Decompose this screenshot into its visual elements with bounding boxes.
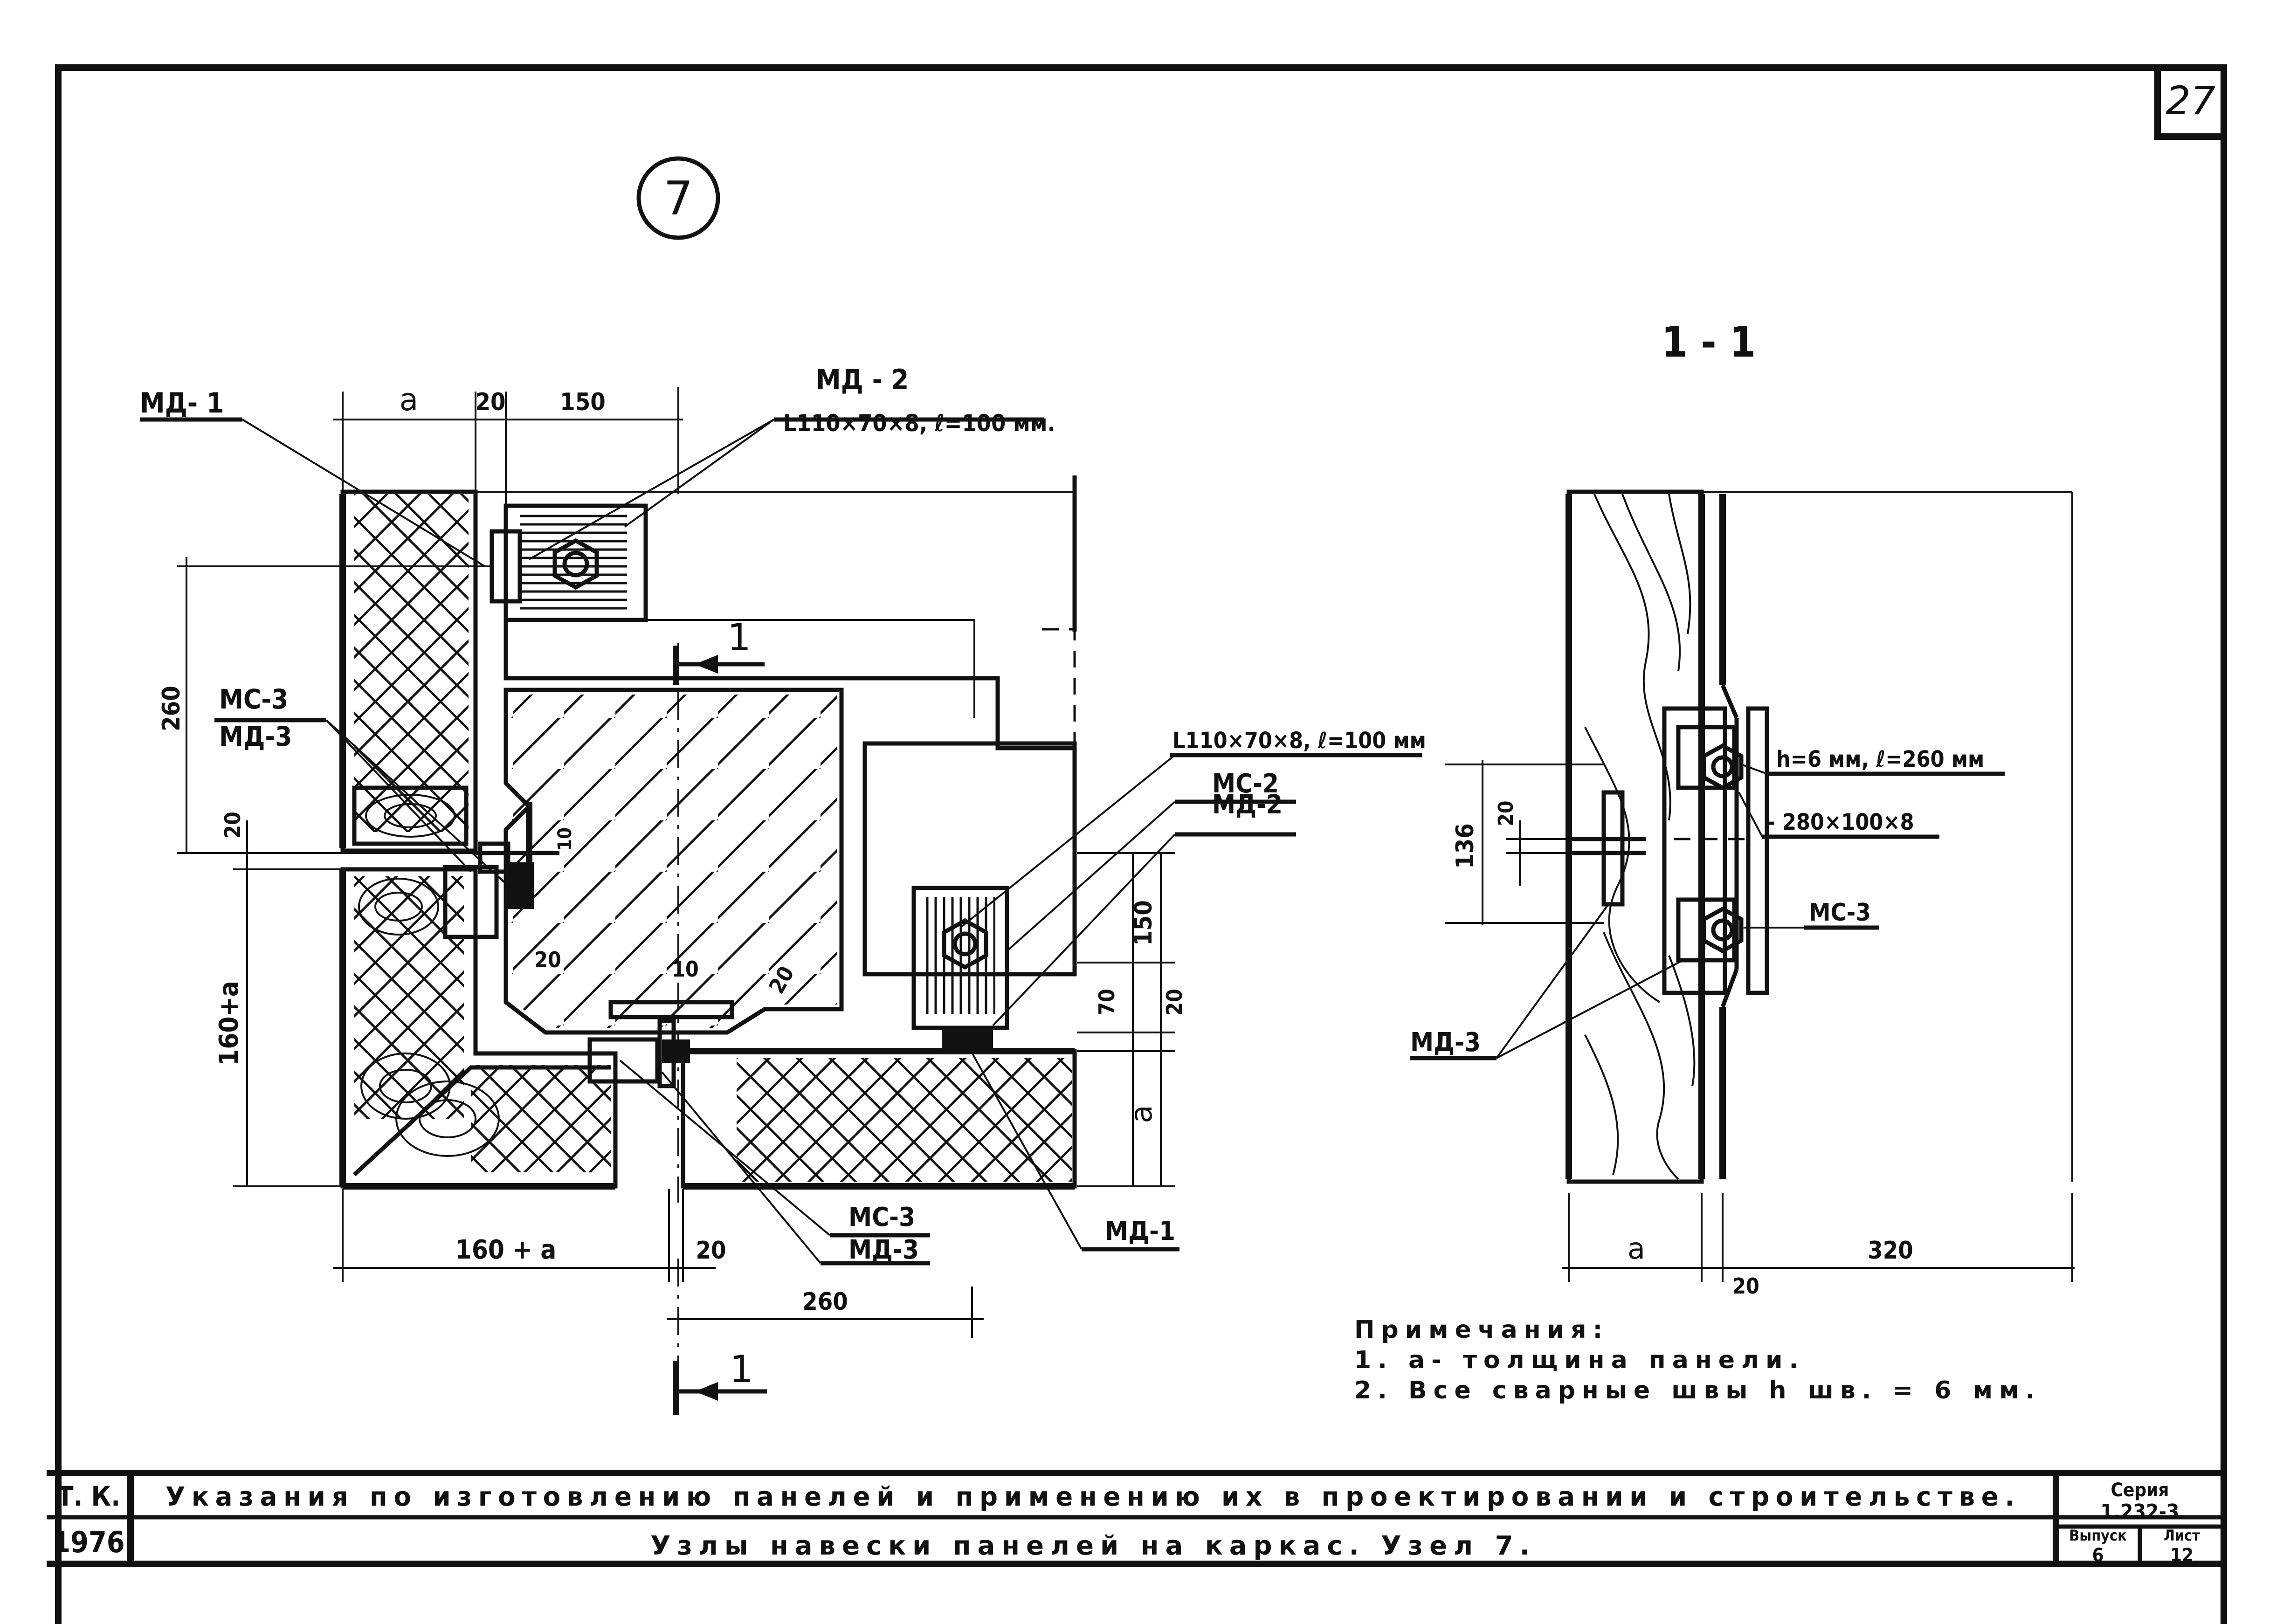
connector-mc3-left (443, 802, 559, 939)
dim-10-inner: 10 (672, 957, 699, 982)
dim-20-left: 20 (220, 812, 245, 839)
dim-150-right: 150 (1130, 900, 1158, 946)
note-1: 1. a- толщина панели. (1354, 1346, 1805, 1374)
bolt-upper (1702, 743, 1744, 791)
bracket-md2-top (490, 503, 648, 622)
dim-20-section-bottom: 20 (1732, 1273, 1759, 1299)
label-md3-bottom: МД-3 (848, 1235, 919, 1265)
label-mc3-section: МС-3 (1809, 899, 1871, 927)
label-md1-bottom: МД-1 (1105, 1216, 1175, 1246)
issue-label: Выпуск (2069, 1527, 2127, 1544)
notes: Примечания: 1. a- толщина панели. 2. Все… (1354, 1316, 2041, 1404)
label-md3-left: МД-3 (219, 721, 292, 752)
frame-outline (503, 620, 1075, 750)
section-dim-bottom: a 20 320 (1562, 1193, 2075, 1299)
title-line-2: Узлы навески панелей на каркас. Узел 7. (650, 1531, 1536, 1561)
plan-view: 1 1 a 20 150 260 (140, 364, 1426, 1415)
label-mc2-right: МС-2 (1212, 769, 1279, 799)
dim-20-section: 20 (1494, 800, 1518, 826)
section-leaders: h=6 мм, ℓ=260 мм - 280×100×8 МС-3 МД-3 (1410, 746, 2005, 1060)
bolt-lower (1702, 906, 1744, 954)
dim-160a-left: 160+a (214, 981, 244, 1065)
node-number: 7 (663, 171, 693, 226)
dim-20-inner: 20 (534, 947, 561, 972)
dim-a-right: a (1124, 1105, 1159, 1123)
sheet-label: Лист (2164, 1527, 2200, 1544)
dim-20-right: 20 (1162, 989, 1187, 1016)
series-label: Серия (2111, 1479, 2169, 1501)
dim-20-top: 20 (475, 388, 505, 416)
title-year: 1976 (52, 1525, 124, 1559)
section-dim-left: 136 20 (1445, 760, 1604, 925)
node-marker: 7 (636, 156, 720, 240)
section-cut-bottom: 1 (673, 1348, 767, 1415)
dim-a-section: a (1628, 1232, 1645, 1266)
series-value: 1.232-3 (2100, 1500, 2179, 1524)
dim-10-small: 10 (554, 827, 576, 851)
label-md3-section: МД-3 (1410, 1027, 1481, 1058)
dim-a-top: a (400, 382, 418, 418)
section-view: 136 20 a 20 320 h=6 мм, ℓ=260 мм - 280×1… (1410, 489, 2075, 1299)
cut-label-bottom: 1 (730, 1348, 753, 1391)
label-md2-right: МД-2 (1212, 790, 1283, 820)
label-angle-right: L110×70×8, ℓ=100 мм (1172, 728, 1426, 754)
label-md1-top: МД- 1 (140, 387, 224, 420)
plan-dim-bottom: 160 + a 20 260 (333, 1189, 984, 1338)
label-md2-top: МД - 2 (816, 364, 909, 396)
dim-70-right: 70 (1094, 989, 1119, 1016)
title-code: Т. К. (57, 1480, 120, 1512)
dim-160a-bottom: 160 + a (455, 1235, 556, 1265)
section-title: 1 - 1 (1662, 318, 1756, 367)
label-mc3-left: МС-3 (219, 683, 288, 715)
title-line-1: Указания по изготовлению панелей и приме… (166, 1482, 2021, 1512)
label-mc3-bottom: МС-3 (848, 1202, 915, 1232)
dim-20-bottom: 20 (696, 1237, 726, 1265)
dim-150-top: 150 (560, 388, 606, 416)
sheet-frame: 27 (55, 64, 2227, 1624)
title-block: Т. К. 1976 Указания по изготовлению пане… (47, 1470, 2224, 1567)
issue-value: 6 (2092, 1545, 2103, 1566)
dim-260-left: 260 (158, 686, 186, 731)
dim-260-bottom: 260 (802, 1288, 848, 1316)
page-number: 27 (2166, 78, 2216, 124)
note-2: 2. Все сварные швы h шв. = 6 мм. (1354, 1376, 2041, 1404)
timber-inserts (352, 785, 611, 1177)
dim-320: 320 (1868, 1237, 1913, 1265)
label-angle-top: L110×70×8, ℓ=100 мм. (783, 410, 1055, 437)
plan-dim-left: 260 20 160+a (158, 557, 494, 1187)
label-plate: - 280×100×8 (1767, 809, 1914, 835)
sheet-value: 12 (2170, 1545, 2193, 1566)
section-wood-grain (1584, 494, 1696, 1180)
page-number-box (2154, 64, 2227, 140)
plan-dim-right: 150 70 20 a (1077, 852, 1187, 1187)
cut-label-top: 1 (727, 616, 751, 659)
connector-mc3-bottom (587, 1000, 734, 1088)
bracket-md2-right (911, 886, 1009, 1051)
notes-heading: Примечания: (1354, 1316, 1609, 1344)
dim-136: 136 (1451, 823, 1479, 869)
plan-leaders: МД- 1 МД - 2 L110×70×8, ℓ=100 мм. МС-3 М… (140, 364, 1426, 1266)
plan-dim-top: a 20 150 (333, 382, 683, 508)
label-weld: h=6 мм, ℓ=260 мм (1776, 746, 1984, 772)
section-cut-top: 1 (673, 616, 765, 685)
